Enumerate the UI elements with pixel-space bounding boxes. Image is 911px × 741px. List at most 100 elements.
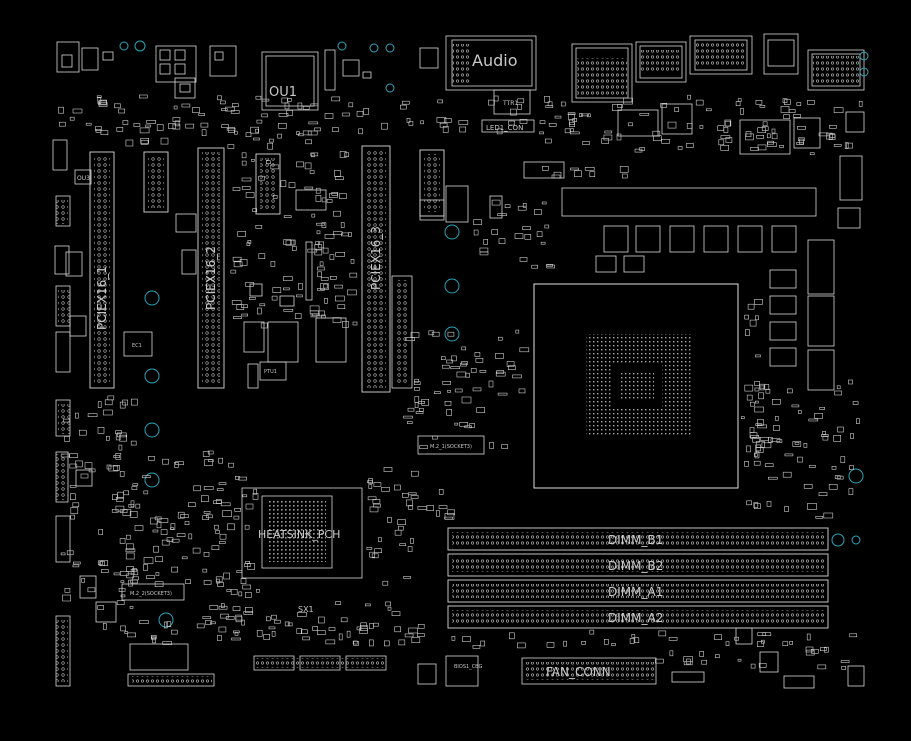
smd-pad [756,641,764,648]
smd-pad [294,313,302,319]
smd-pad [753,502,759,508]
smd-pad [126,573,134,579]
smd-pad [143,490,149,495]
smd-pad [245,592,252,598]
smd-pad [334,170,341,177]
smd-pad [266,160,271,164]
smd-pad [221,124,229,128]
smd-pad [819,407,826,410]
smd-pad [479,247,489,253]
smd-pad [256,588,260,593]
smd-pad [219,541,226,544]
svg-text:TTR1: TTR1 [502,100,518,107]
smd-pad [434,391,441,395]
smd-pad [241,160,247,166]
smd-pad [773,425,780,431]
smd-pad [196,623,205,629]
smd-pad [173,105,178,110]
smd-pad [203,580,212,585]
smd-pad [226,127,236,131]
smd-pad [750,663,756,669]
cpu-socket [533,283,739,489]
smd-pad [360,622,367,628]
pcie-slots [89,145,445,393]
smd-pad [283,239,292,245]
smd-pad [750,435,760,439]
smd-pad [342,112,350,117]
smd-pad [96,95,102,99]
smd-pad [411,637,421,644]
smd-pad [791,404,800,408]
cpu-vrm [561,155,863,391]
smd-pad [70,493,76,501]
smd-pad [340,617,348,623]
smd-pad [166,621,172,628]
smd-pad [318,241,325,249]
smd-pad [160,137,169,145]
smd-pad [796,142,804,145]
smd-pad [746,394,753,401]
smd-pad [132,483,139,487]
smd-pad [581,640,586,645]
smd-pad [79,429,87,436]
smd-pad [628,122,633,127]
smd-pad [317,616,325,624]
smd-pad [417,506,428,510]
smd-pad [413,381,421,386]
smd-pad [762,121,768,127]
smd-pad [796,102,802,106]
smd-pad [760,436,769,441]
smd-pad [312,626,318,631]
smd-pad [261,98,270,102]
smd-pad [172,117,181,122]
smd-pad [203,552,210,557]
smd-pad [120,625,126,632]
smd-pad [339,193,347,199]
smd-pad [541,201,547,205]
smd-pad [99,561,105,566]
smd-pad [172,123,181,130]
smd-pad [750,147,759,151]
smd-pad [368,623,374,629]
smd-pad [793,114,801,118]
smd-pad [221,603,225,608]
smd-pad [241,619,245,626]
smd-pad [766,501,772,507]
smd-pad [233,316,242,320]
smd-pad [541,166,549,171]
smd-pad [128,579,133,587]
smd-pad [347,289,357,296]
smd-pad [160,529,168,536]
smd-pad [181,103,191,108]
smd-pad [329,193,338,198]
smd-pad [217,95,222,101]
smd-pad [316,230,321,235]
smd-pad [414,396,420,403]
smd-pad [231,300,242,305]
smd-pad [230,110,240,114]
smd-pad [462,636,471,642]
smd-pad [113,464,120,471]
svg-text:PCIEX16_3: PCIEX16_3 [369,226,383,290]
smd-pad [391,611,401,617]
smd-pad [784,453,794,457]
smd-pad [66,550,74,556]
smd-pad [241,304,248,309]
smd-pad [280,180,287,187]
svg-text:M.2_2(SOCKET3): M.2_2(SOCKET3) [130,591,172,597]
smd-pad [164,621,168,629]
smd-pad [269,138,274,143]
smd-pad [317,266,325,271]
smd-pad [218,605,228,610]
smd-pad [442,126,449,133]
smd-pad [794,441,800,445]
smd-pad [180,514,189,519]
smd-pad [119,434,127,442]
smd-pad [705,108,712,112]
top-text: OU1 Audio TTR1 LED1_CON [269,51,523,132]
smd-pad [60,552,66,556]
smd-pad [316,630,326,635]
dimm-slots: DIMM_B1 DIMM_B2 DIMM_A1 DIMM_A2 [447,527,829,629]
smd-pad [771,128,776,134]
smd-pad [819,647,827,652]
